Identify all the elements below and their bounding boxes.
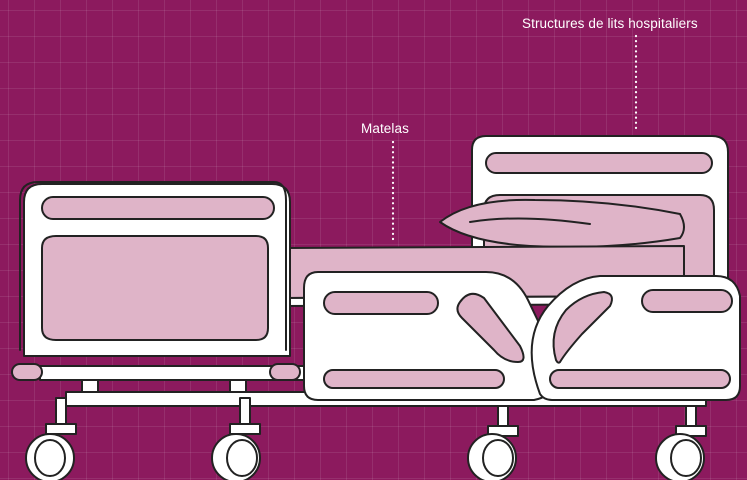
caster-wheel-icon: [655, 425, 707, 480]
bumper-right: [269, 363, 301, 381]
caster-wheel-icon: [25, 423, 77, 480]
footboard-handle-slot: [41, 196, 275, 220]
headboard-handle-slot: [485, 152, 713, 174]
caster-wheel-icon: [467, 425, 519, 480]
bed-frames-label: Structures de lits hospitaliers: [522, 16, 698, 31]
caster-wheel-icon: [211, 423, 261, 480]
side-rail-foot: [303, 271, 558, 401]
footboard: [19, 181, 291, 357]
side-rail-head: [530, 275, 741, 401]
mattress-label: Matelas: [361, 121, 409, 136]
bumper-left: [11, 363, 43, 381]
